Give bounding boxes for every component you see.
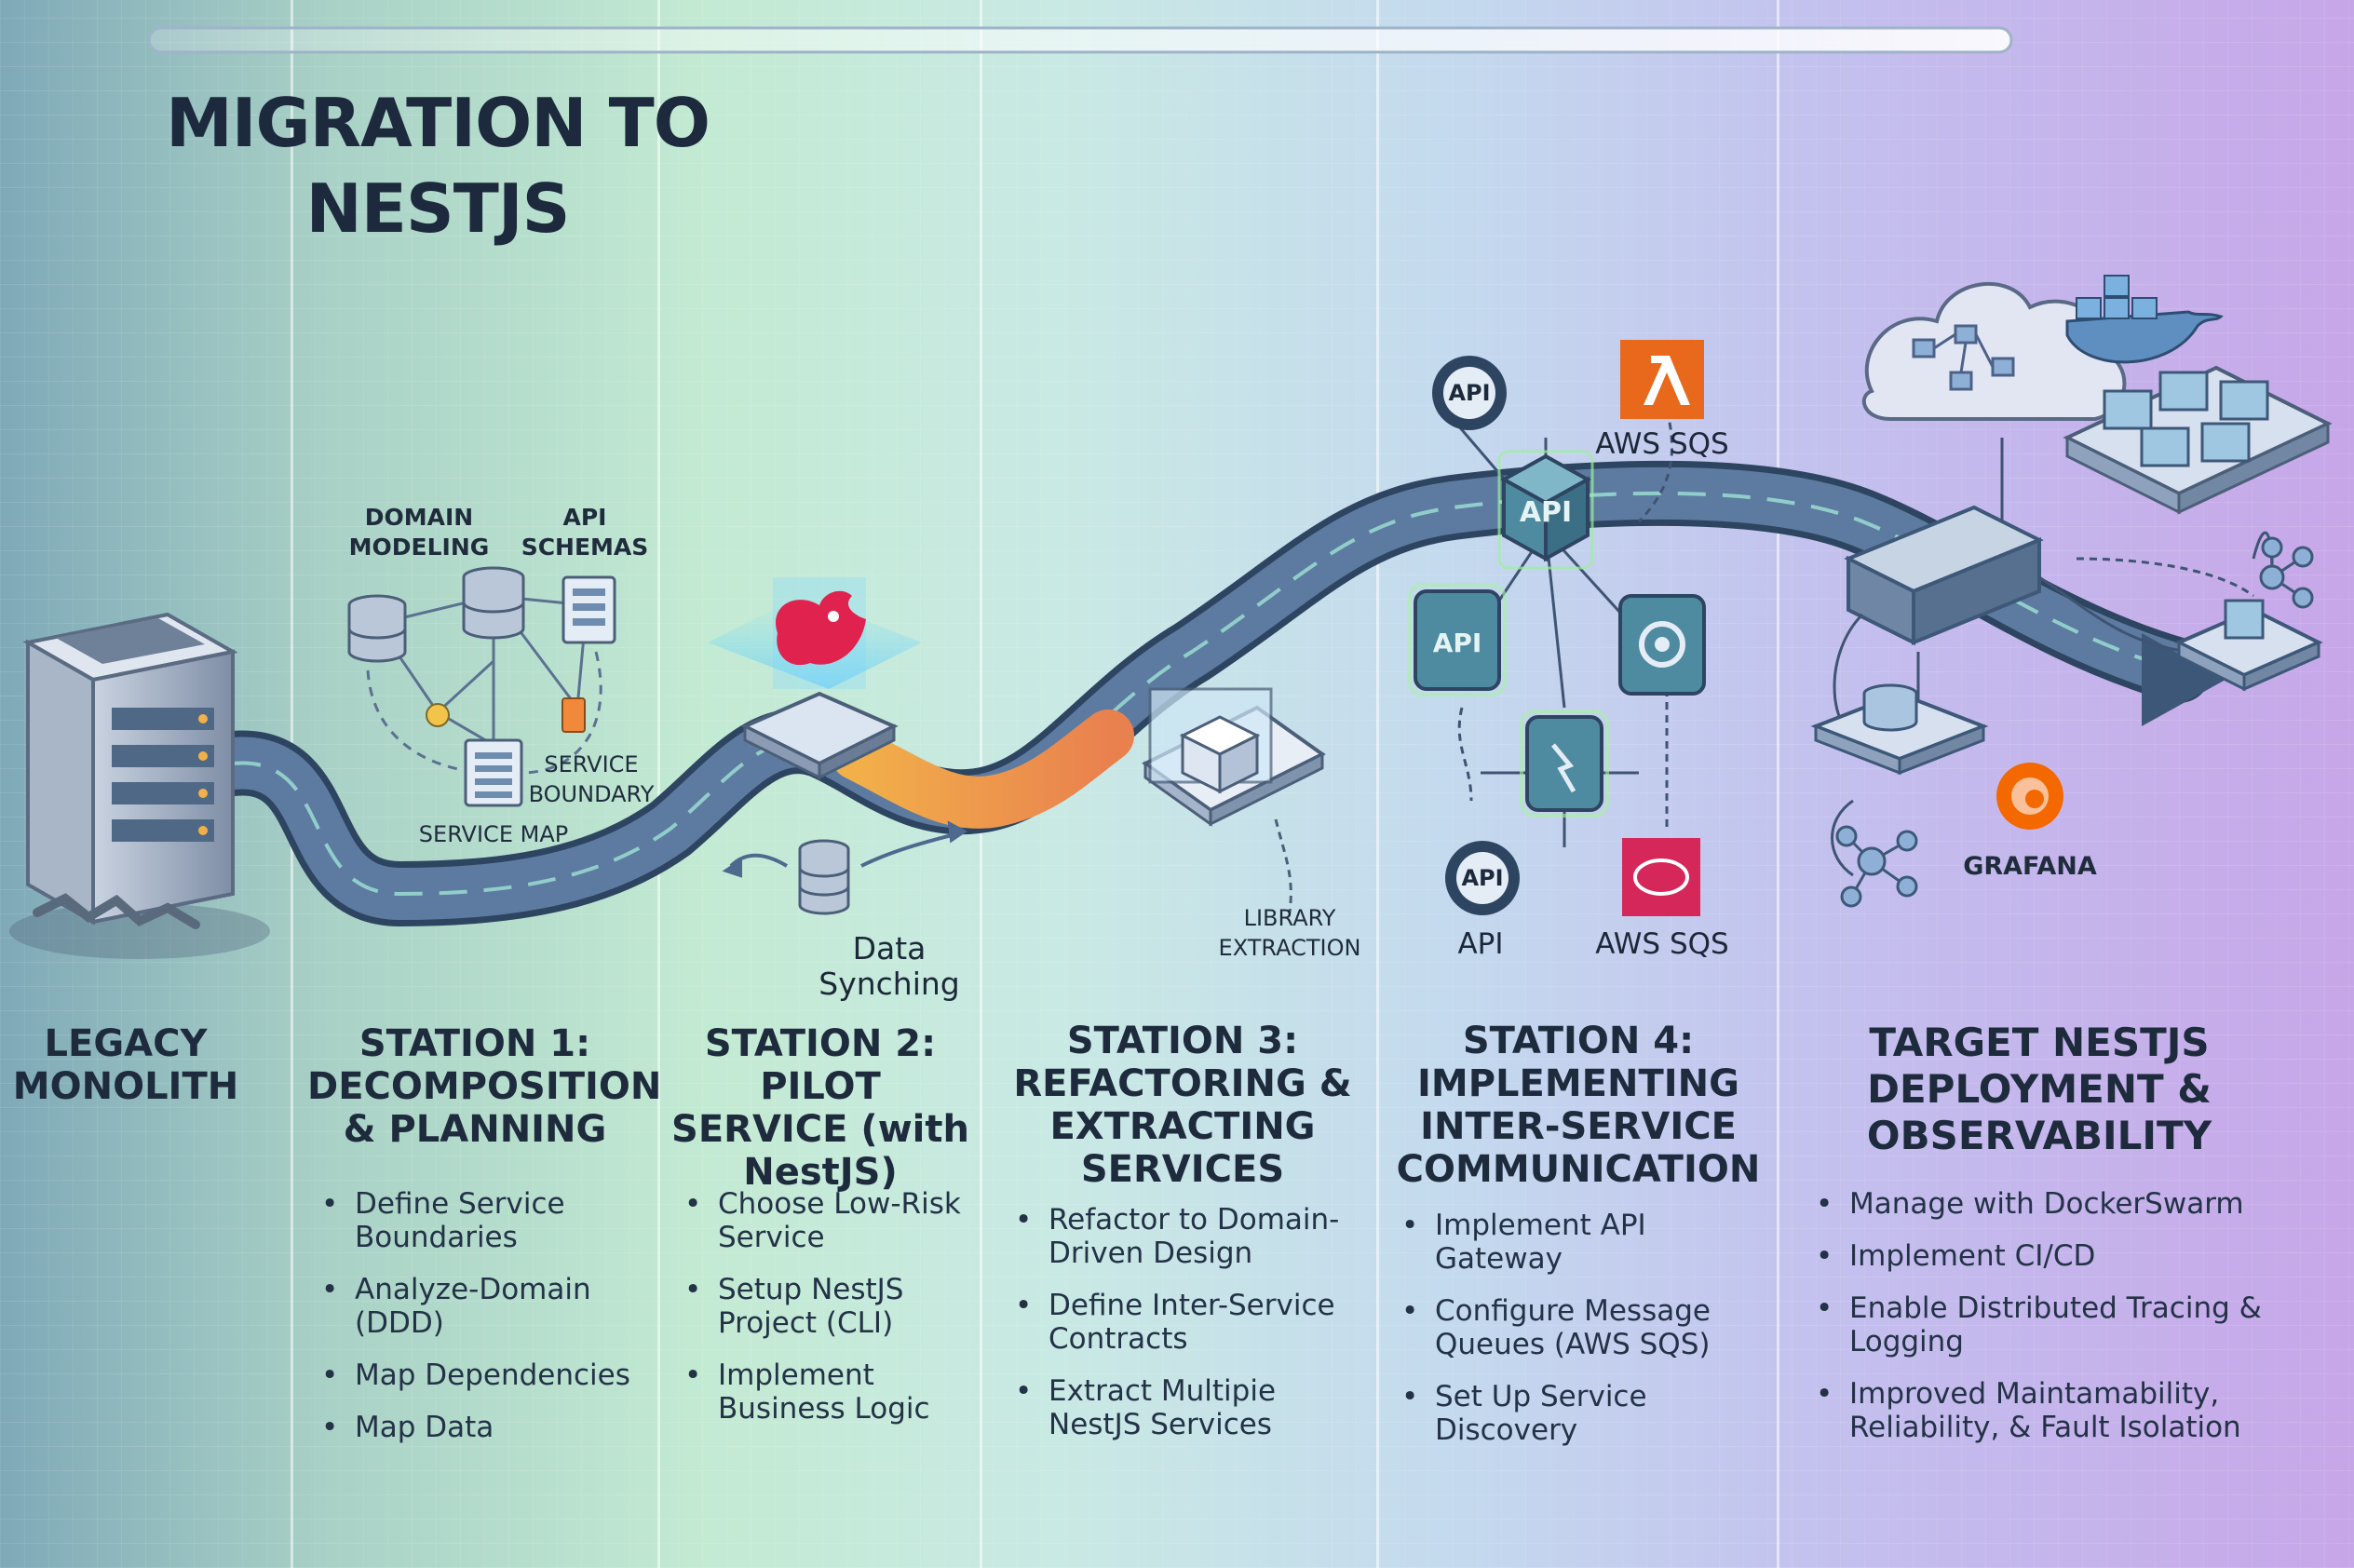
cloud-icon — [1861, 282, 2127, 421]
grafana-label: GRAFANA — [1963, 852, 2097, 881]
legacy-monolith-label: LEGACY MONOLITH — [12, 1022, 239, 1108]
bullet-item: Map Data — [321, 1411, 656, 1444]
api-service-label: API — [1432, 627, 1482, 658]
station-4-title: STATION 4: IMPLEMENTING INTER-SERVICE CO… — [1396, 1020, 1761, 1191]
target-title: TARGET NESTJS DEPLOYMENT & OBSERVABILITY — [1866, 1020, 2212, 1158]
orchestrator-server-icon — [1844, 505, 2044, 646]
orange-road-segment — [831, 710, 1134, 829]
node-dot — [426, 703, 450, 727]
road-end-arrow — [2142, 633, 2225, 726]
api-bottom-label: API — [1457, 927, 1504, 961]
database-icon — [462, 566, 525, 640]
grafana-logo-icon — [1996, 763, 2063, 830]
container-cluster-icon — [2063, 365, 2333, 515]
tracing-network-icon — [1835, 825, 1918, 908]
bullet-item: Improved Maintamability, Reliability, & … — [1816, 1377, 2281, 1444]
service-cube-icon — [1520, 710, 1609, 818]
service-boundary-label: SERVICE BOUNDARY — [528, 751, 655, 807]
aws-sqs-icon — [1622, 838, 1700, 916]
station-1-title: STATION 1: DECOMPOSITION & PLANNING — [307, 1022, 662, 1151]
bullet-item: Set Up Service Discovery — [1401, 1380, 1774, 1447]
bullet-item: Extract Multipie NestJS Services — [1015, 1374, 1369, 1441]
bullet-item: Analyze-Domain (DDD) — [321, 1273, 656, 1340]
monitoring-box-icon — [2174, 599, 2323, 692]
bullet-item: Map Dependencies — [321, 1358, 656, 1392]
bullet-item: Implement Business Logic — [684, 1358, 982, 1426]
page-title: MIGRATION TO NESTJS — [166, 84, 710, 248]
database-platform-icon — [1810, 683, 1989, 776]
network-node-icon — [2259, 536, 2314, 609]
api-gear-icon-bottom — [1445, 841, 1520, 915]
top-progress-bar — [147, 26, 2013, 54]
service-map-document-icon — [464, 738, 523, 807]
bullet-item: Setup NestJS Project (CLI) — [684, 1273, 982, 1340]
boundary-marker — [561, 697, 586, 733]
service-map-label: SERVICE MAP — [418, 821, 569, 847]
station-1-bullets: Define Service Boundaries Analyze-Domain… — [321, 1187, 656, 1463]
bullet-item: Implement CI/CD — [1816, 1239, 2281, 1273]
bullet-item: Refactor to Domain-Driven Design — [1015, 1203, 1369, 1270]
column-divider — [657, 0, 660, 1568]
api-service-cube-icon — [1408, 583, 1507, 696]
library-extraction-icon — [1142, 687, 1326, 913]
api-gear-label-top: API — [1448, 380, 1491, 406]
api-gateway-cube-icon — [1497, 450, 1594, 570]
schema-document-icon — [561, 575, 616, 644]
bullet-item: Choose Low-Risk Service — [684, 1187, 982, 1254]
bullet-item: Enable Distributed Tracing & Logging — [1816, 1291, 2281, 1358]
aws-sqs-bottom-label: AWS SQS — [1595, 927, 1729, 961]
bullet-item: Define Service Boundaries — [321, 1187, 656, 1254]
column-divider — [1376, 0, 1379, 1568]
legacy-server-icon — [9, 612, 270, 959]
data-synching-label: Data Synching — [818, 930, 960, 1002]
target-bullets: Manage with DockerSwarm Implement CI/CD … — [1816, 1187, 2281, 1463]
api-gear-icon-top — [1432, 356, 1507, 430]
docker-whale-icon — [2065, 275, 2224, 364]
station-3-bullets: Refactor to Domain-Driven Design Define … — [1015, 1203, 1369, 1460]
bullet-item: Define Inter-Service Contracts — [1015, 1289, 1369, 1356]
column-divider — [1777, 0, 1779, 1568]
station-3-title: STATION 3: REFACTORING & EXTRACTING SERV… — [1013, 1020, 1352, 1191]
bullet-item: Manage with DockerSwarm — [1816, 1187, 2281, 1221]
settings-service-cube-icon — [1618, 594, 1706, 696]
nestjs-logo-icon — [776, 590, 866, 666]
bullet-item: Implement API Gateway — [1401, 1209, 1774, 1276]
bullet-item: Configure Message Queues (AWS SQS) — [1401, 1294, 1774, 1361]
api-gear-label-bottom: API — [1461, 865, 1504, 891]
aws-sqs-top-label: AWS SQS — [1595, 427, 1729, 461]
sync-arrows — [722, 820, 967, 878]
api-gateway-label: API — [1519, 495, 1573, 529]
domain-modeling-label: DOMAIN MODELING — [348, 504, 490, 561]
library-extraction-label: LIBRARY EXTRACTION — [1218, 905, 1361, 961]
station-2-bullets: Choose Low-Risk Service Setup NestJS Pro… — [684, 1187, 982, 1444]
sync-database-icon — [798, 839, 850, 915]
aws-lambda-icon — [1620, 340, 1704, 419]
database-icon — [347, 594, 407, 663]
station-4-bullets: Implement API Gateway Configure Message … — [1401, 1209, 1774, 1466]
station-2-title: STATION 2: PILOT SERVICE (with NestJS) — [671, 1022, 969, 1194]
api-schemas-label: API SCHEMAS — [521, 504, 649, 561]
